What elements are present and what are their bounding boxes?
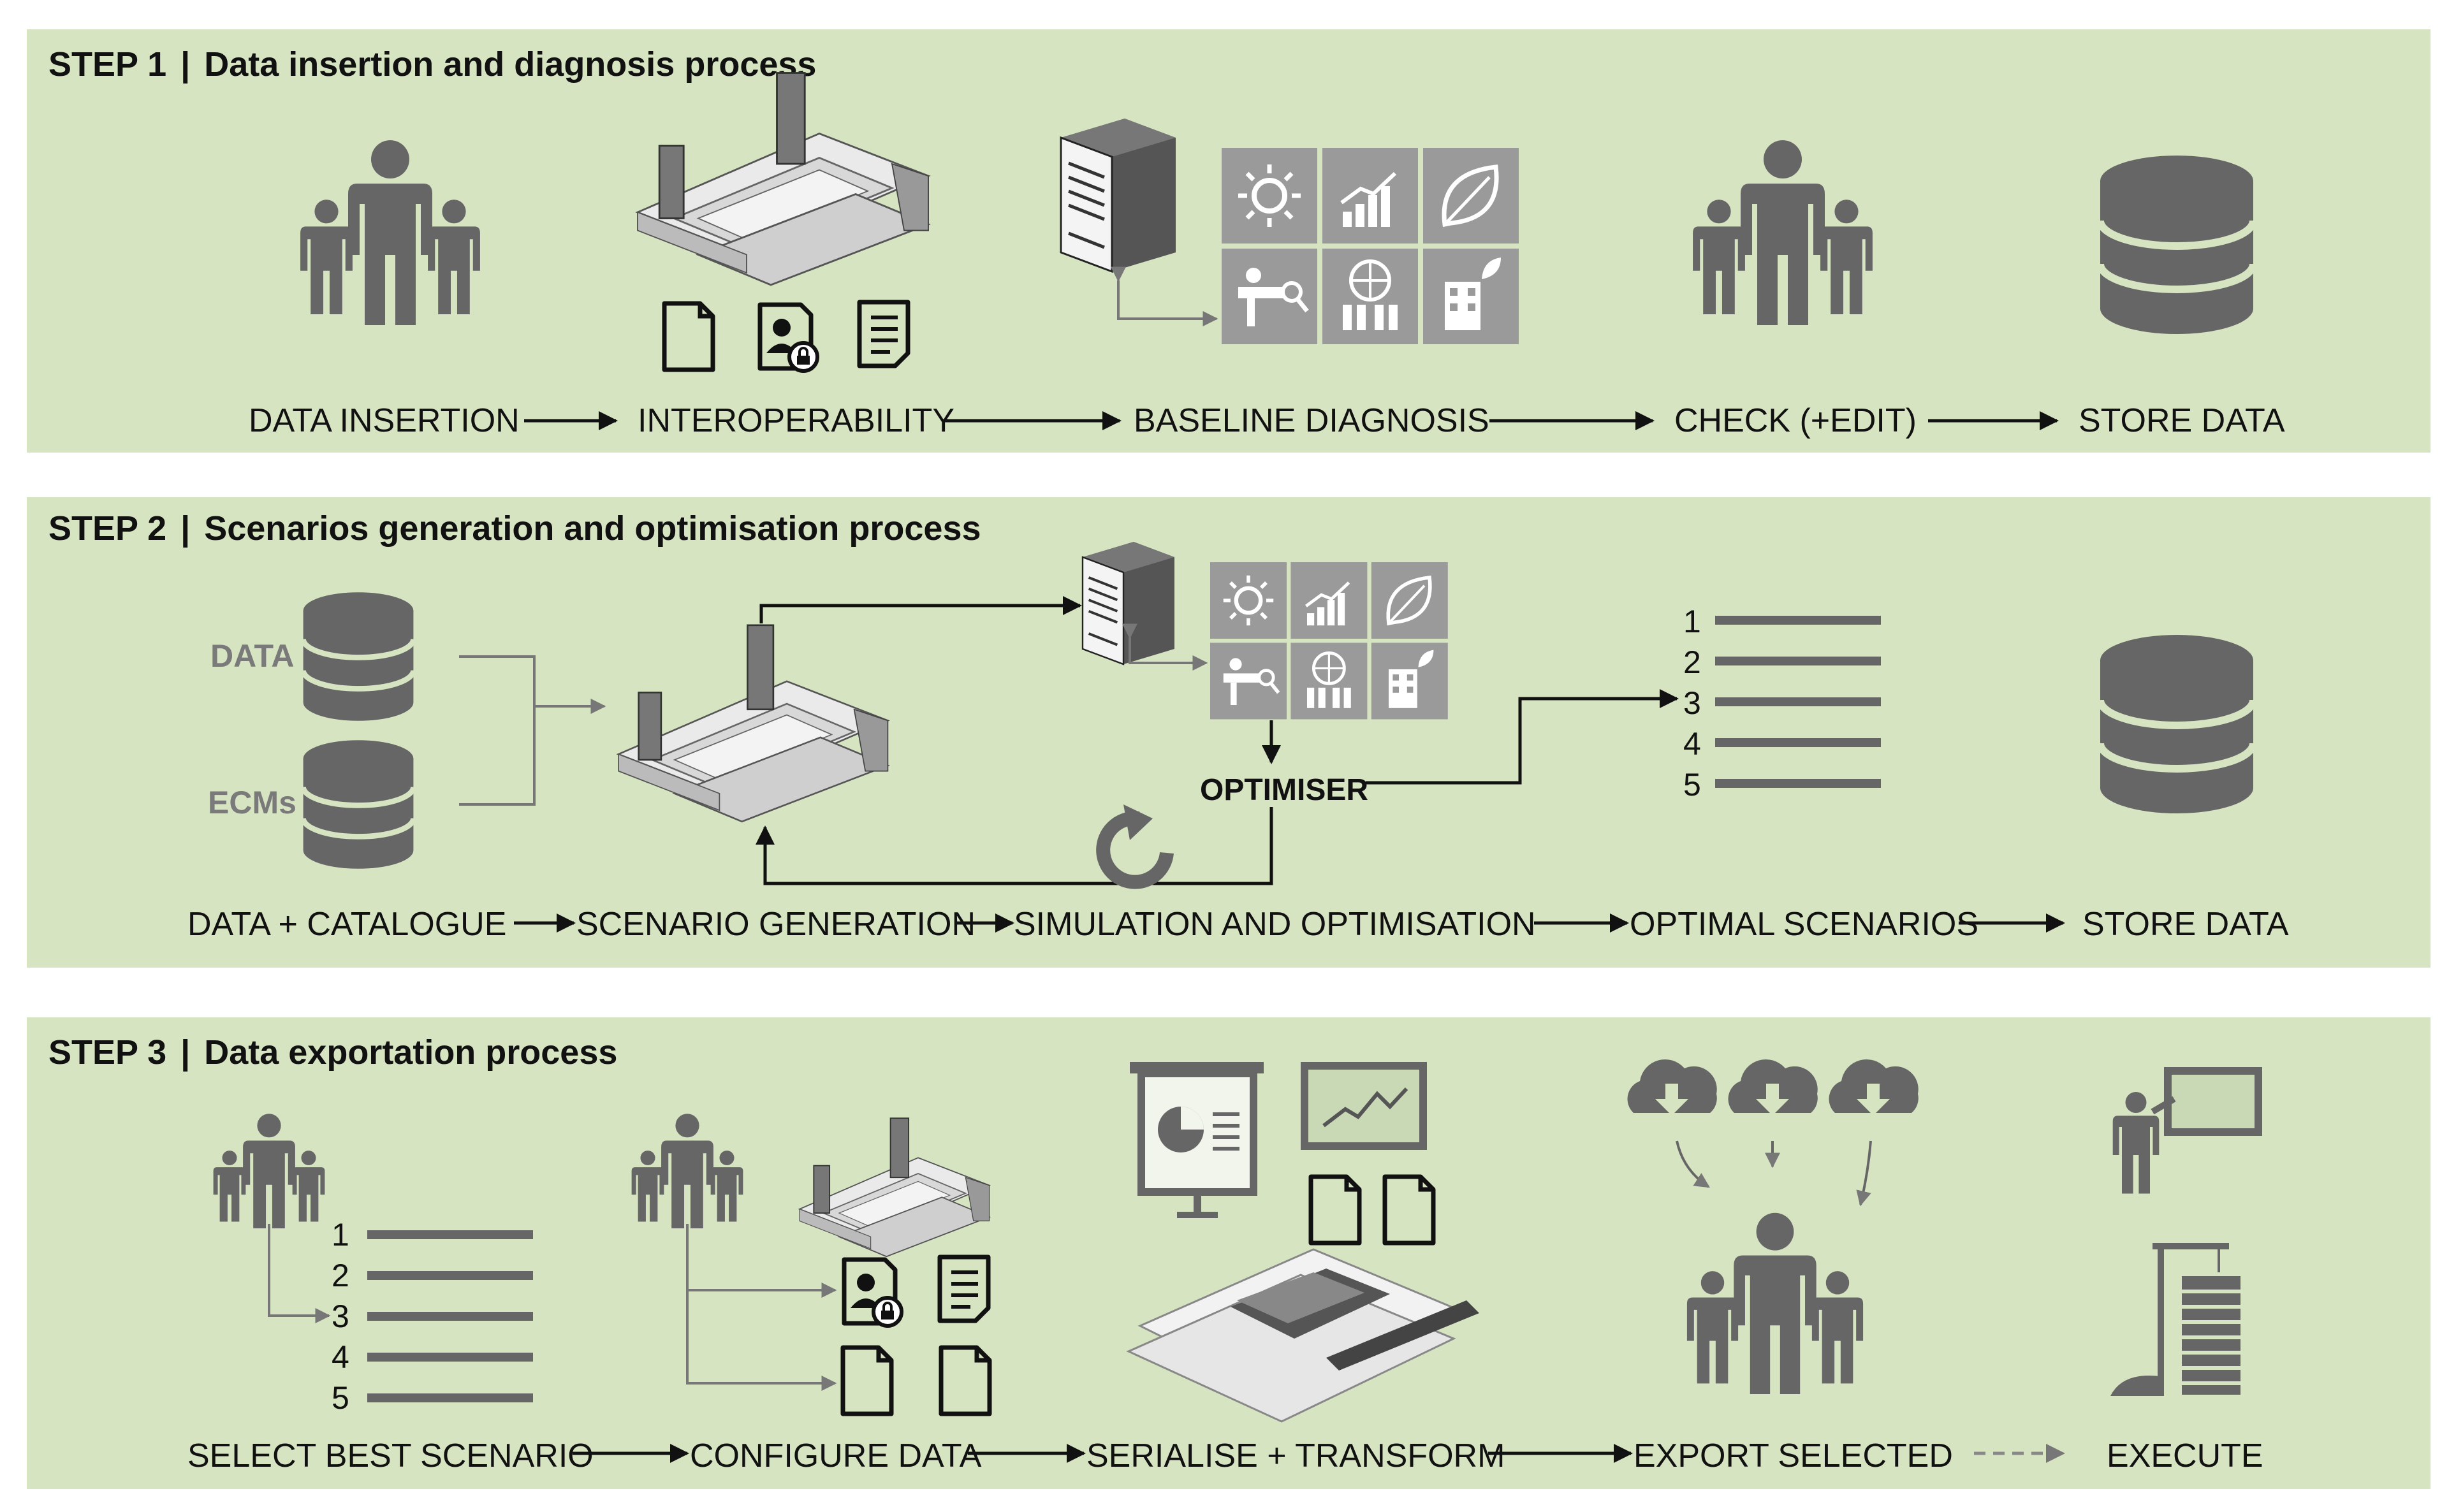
step1-flow-data-insertion: DATA INSERTION [249,402,520,439]
step2-merge-bracket [459,655,606,806]
refresh-icon [1096,804,1174,889]
construction-building-icon [2110,1243,2240,1396]
step3-text-document-icon [940,1257,988,1321]
step3-export-users-icon [1687,1213,1863,1394]
step2-flow-scenario-generation: SCENARIO GENERATION [576,906,976,943]
step1-label: STEP 1 [48,45,167,84]
step2-arrow-to-scenarios [1366,689,1679,785]
presenter-icon [2112,1067,2262,1194]
step2-rank-1: 1 [1683,604,1701,639]
step3-rank-1: 1 [332,1217,349,1253]
step3-rank-5: 5 [332,1380,349,1416]
presentation-icon [1130,1062,1264,1218]
step1-title: STEP 1 | Data insertion and diagnosis proc… [48,45,816,84]
step2-flow-store-data: STORE DATA [2082,906,2289,943]
step3-export-doc-1 [1311,1177,1359,1243]
step3-flow-select-best: SELECT BEST SCENARIO [187,1437,594,1474]
blueprint-sheets-icon [1126,1248,1479,1423]
step3-building-model [799,1117,990,1258]
step1-database-icon [2100,156,2253,334]
step1-document-icon [664,303,713,370]
step3-secure-profile-icon [844,1260,902,1326]
cloud-download-icon-1 [1627,1059,1717,1116]
step3-document-icon-2 [941,1348,990,1414]
step2-flow-data-catalogue: DATA + CATALOGUE [187,906,507,943]
step2-database-icon [2100,635,2253,813]
step2-rank-4: 4 [1683,726,1701,762]
step3-flow-serialise-transform: SERIALISE + TRANSFORM [1086,1437,1505,1474]
step2-indicator-grid [1210,562,1448,719]
step1-flow-interoperability: INTEROPERABILITY [638,402,954,439]
cloud-download-arrows [1676,1140,1872,1207]
step2-data-db-icon [303,592,414,721]
step2-arrow-to-server [759,596,1082,623]
step2-ranked-list [1715,616,1881,788]
step2-db-ecms-label: ECMs [208,785,296,820]
step3-separator: | [180,1033,191,1072]
step1-text-document-icon [859,302,908,366]
cloud-download-icon-2 [1728,1059,1818,1116]
step1-separator: | [180,45,191,84]
step2-rank-5: 5 [1683,767,1701,803]
step3-configure-users-icon [632,1114,743,1228]
step2-db-data-label: DATA [210,638,295,674]
step3-heading: Data exportation process [204,1033,618,1072]
step3-flow-execute: EXECUTE [2107,1437,2263,1474]
step2-flow-simulation-optimisation: SIMULATION AND OPTIMISATION [1014,906,1536,943]
step3-rank-4: 4 [332,1339,349,1375]
step3-title: STEP 3 | Data exportation process [48,1033,617,1072]
step3-rank-2: 2 [332,1258,349,1293]
cloud-download-icon-3 [1829,1059,1919,1116]
step2-building-model [617,624,889,823]
step2-ecms-db-icon [303,740,414,869]
step2-flow-optimal-scenarios: OPTIMAL SCENARIOS [1630,906,1979,943]
step3-label: STEP 3 [48,1033,167,1072]
step3-flow-configure-data: CONFIGURE DATA [690,1437,982,1474]
step1-users-icon [300,140,480,325]
step3-flow-export-selected: EXPORT SELECTED [1634,1437,1953,1474]
step3-configure-branch [686,1224,837,1391]
step2-rank-3: 3 [1683,685,1701,721]
step3-export-doc-2 [1385,1177,1433,1243]
step2-rank-2: 2 [1683,644,1701,680]
step1-secure-profile-icon [760,305,817,371]
step1-server-link [1111,266,1218,326]
step3-select-arrow [268,1224,331,1323]
step1-flow-check-edit: CHECK (+EDIT) [1674,402,1917,439]
step3-ranked-list [367,1230,533,1402]
step1-indicator-grid [1222,148,1519,344]
optimiser-label: OPTIMISER [1200,773,1369,807]
step1-flow-store-data: STORE DATA [2079,402,2285,439]
step2-heading: Scenarios generation and optimisation pr… [204,509,981,548]
step2-server-link [1122,623,1208,671]
step3-document-icon-1 [843,1348,891,1414]
step1-flow-baseline-diagnosis: BASELINE DIAGNOSIS [1134,402,1489,439]
step3-rank-3: 3 [332,1298,349,1334]
step2-iteration-loop [756,807,1273,885]
step2-separator: | [180,509,191,548]
monitor-chart-icon [1301,1062,1427,1150]
step3-select-users-icon [214,1114,325,1228]
step1-building-model [636,72,930,286]
step2-title: STEP 2 | Scenarios generation and optimisa… [48,509,981,548]
step2-label: STEP 2 [48,509,167,548]
step1-check-users-icon [1693,140,1873,325]
step1-heading: Data insertion and diagnosis process [204,45,817,84]
step1-server-icon [1061,119,1176,272]
